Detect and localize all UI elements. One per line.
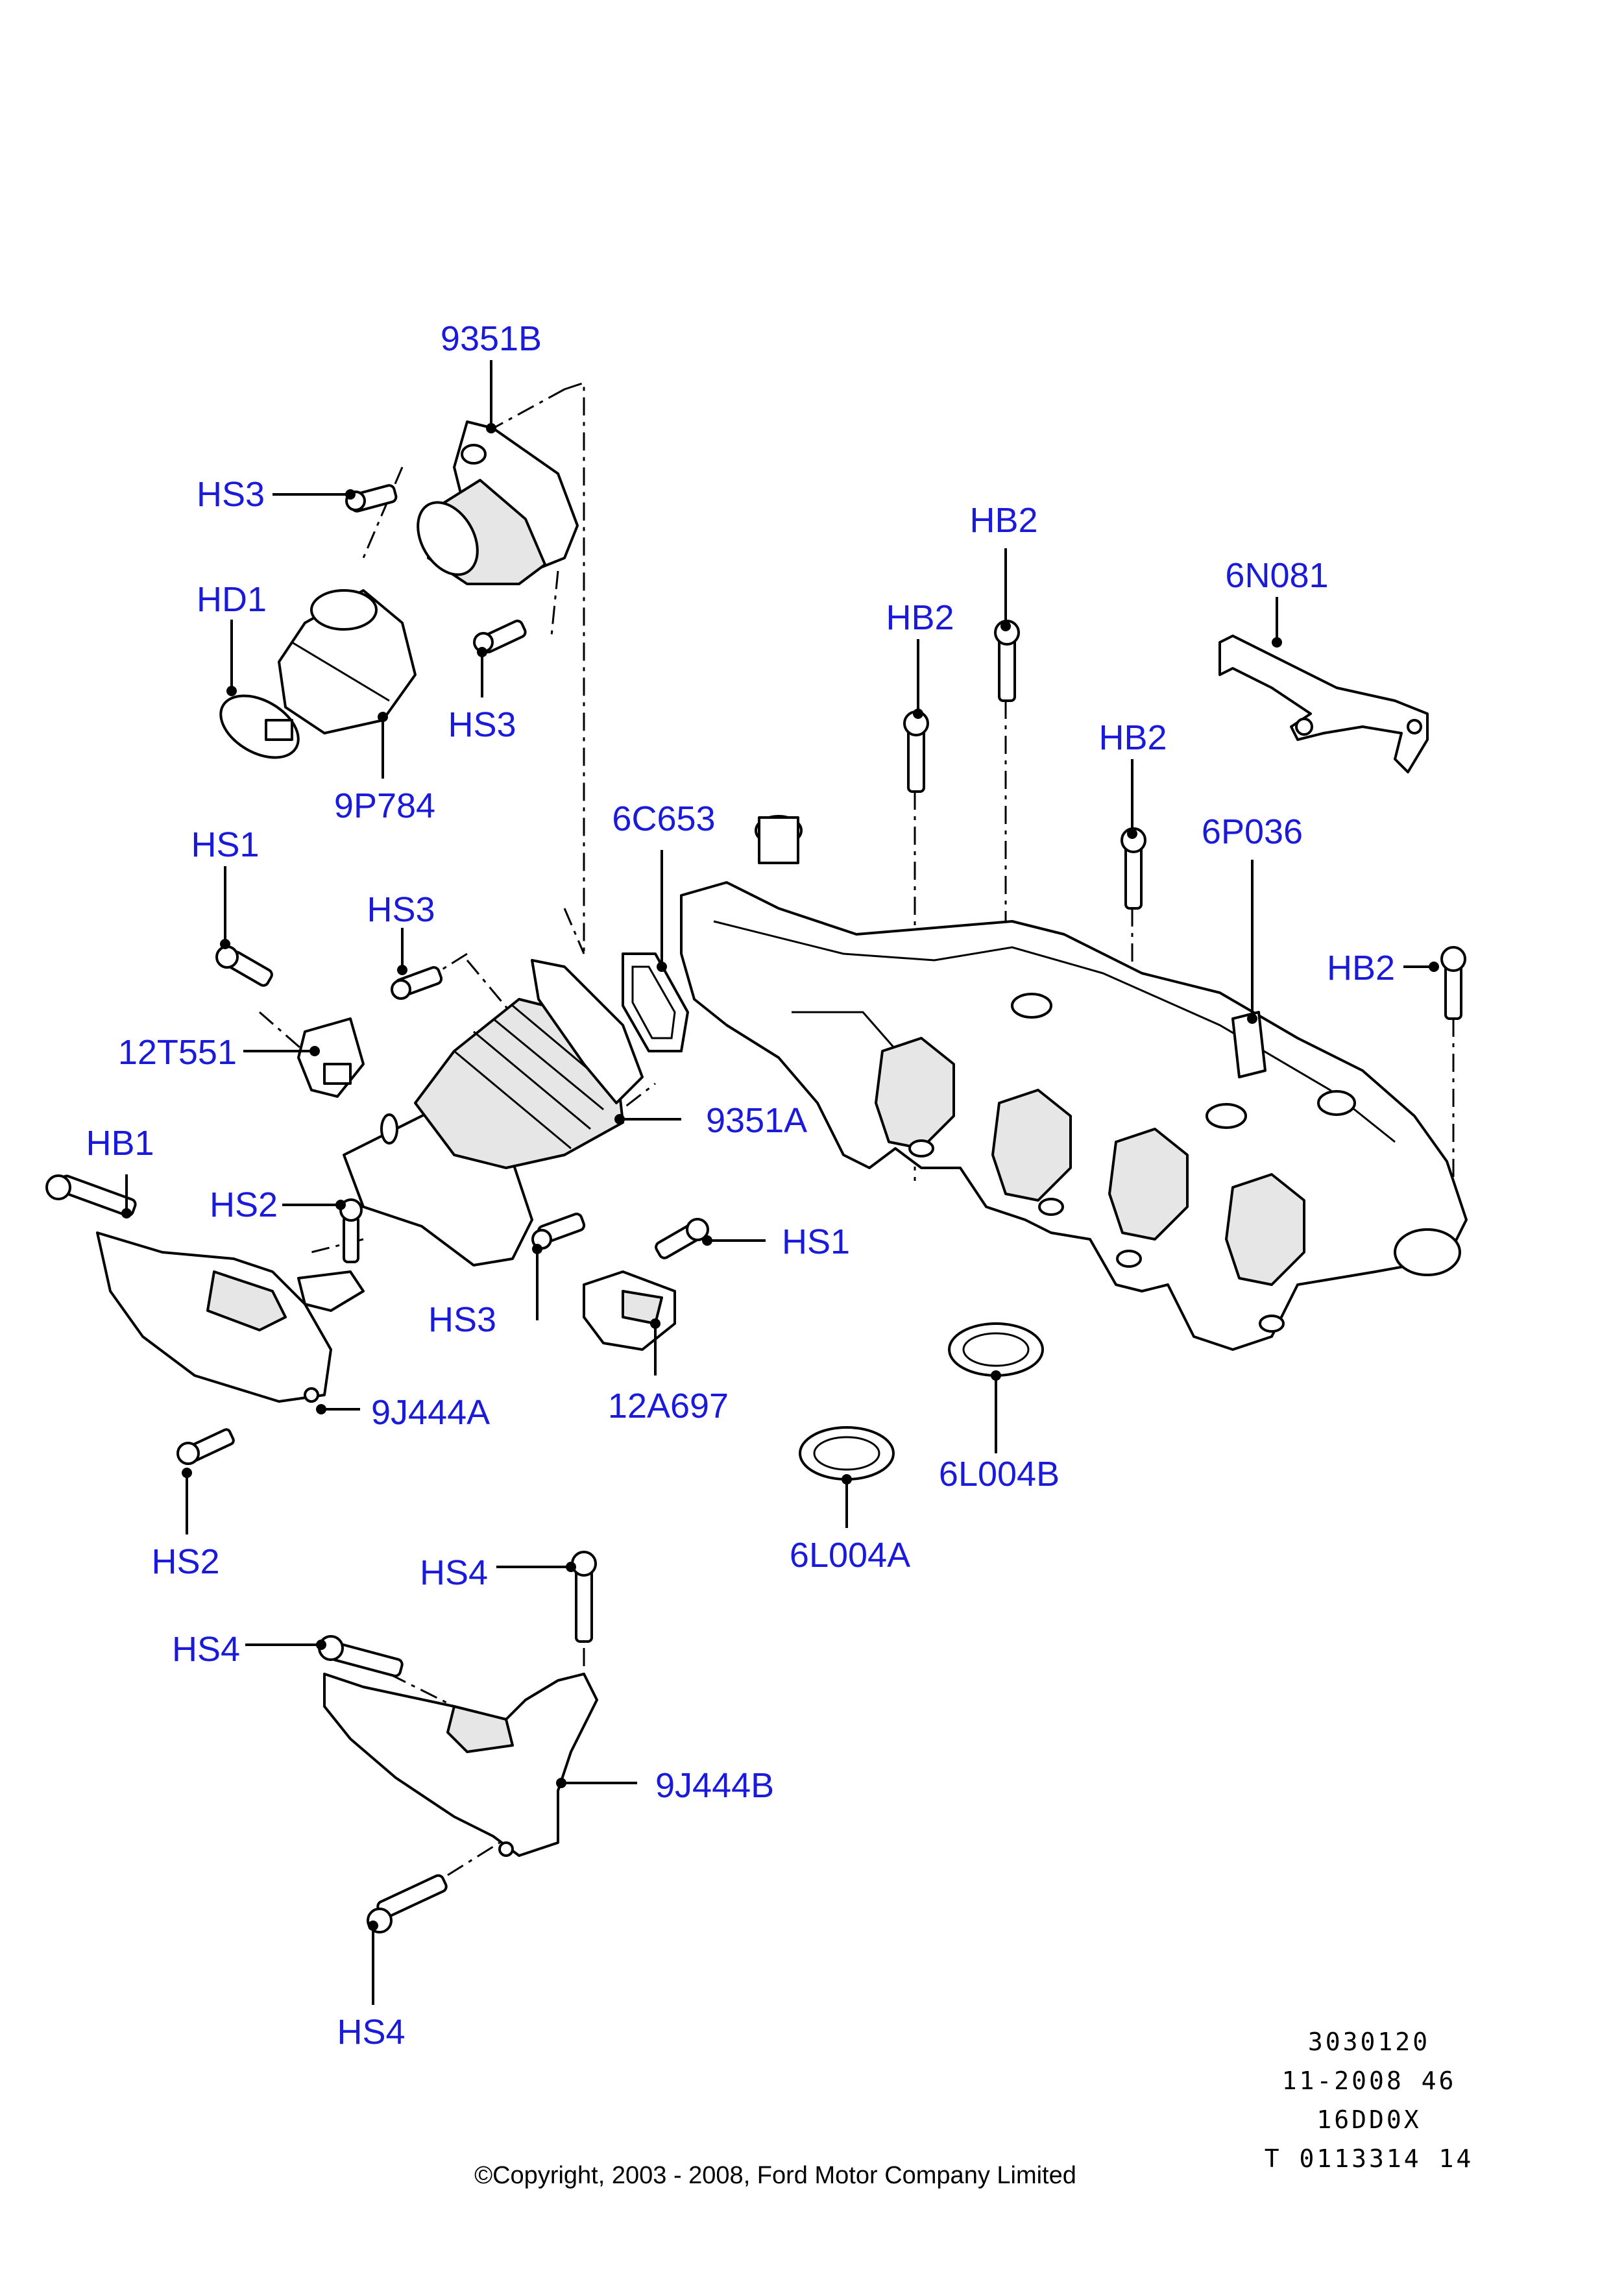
label-9351B: 9351B (441, 319, 542, 358)
copyright-notice: ©Copyright, 2003 - 2008, Ford Motor Comp… (474, 2162, 1076, 2189)
label-9P784: 9P784 (334, 786, 435, 825)
label-12T551: 12T551 (118, 1033, 237, 1072)
part-9J444A-bracket (96, 1231, 365, 1403)
part-6P036-manifold (680, 815, 1468, 1351)
bolt-HB2-4 (1440, 946, 1466, 1020)
label-HB2-top: HB2 (969, 501, 1037, 540)
bolt-HS4-vertical (571, 1551, 597, 1643)
label-HS4-horizontal: HS4 (172, 1630, 240, 1669)
ref-line-4: T 0113314 14 (1265, 2144, 1474, 2173)
bolt-HB1 (45, 1174, 137, 1217)
label-HB2-right: HB2 (1327, 949, 1395, 988)
label-HS2-bottom: HS2 (151, 1542, 219, 1581)
label-HS4-low: HS4 (337, 2013, 405, 2052)
label-9351A: 9351A (706, 1101, 807, 1140)
bolt-HS1-right (655, 1218, 709, 1259)
label-6L004B: 6L004B (939, 1455, 1060, 1494)
label-HB2-second: HB2 (886, 598, 954, 637)
label-HS4-vertical: HS4 (420, 1553, 488, 1592)
ref-line-3: 16DD0X (1316, 2105, 1421, 2134)
part-12A697-sensor (583, 1270, 676, 1351)
part-12T551-sensor (297, 1017, 365, 1098)
leaders (121, 360, 1439, 2005)
part-9351B-hose (417, 420, 579, 585)
bolt-HS4-low (367, 1874, 448, 1933)
bolt-HS2-top (339, 1198, 363, 1263)
part-HD1-clamp (219, 694, 300, 759)
ref-line-2: 11-2008 46 (1282, 2067, 1457, 2095)
label-6C653: 6C653 (612, 799, 715, 838)
label-12A697: 12A697 (608, 1387, 729, 1425)
bolt-HB2-2 (994, 620, 1020, 702)
part-6L004A-seal (799, 1426, 895, 1481)
bolt-HB2-1 (903, 710, 929, 793)
part-9P784-sensor (278, 589, 417, 734)
bolt-HS1-left (215, 945, 273, 987)
label-6N081: 6N081 (1225, 556, 1328, 595)
bolt-HS3-low (531, 1213, 586, 1250)
part-6L004B-seal (948, 1322, 1044, 1377)
label-9J444B: 9J444B (655, 1766, 774, 1805)
bolt-HS2-bottom (176, 1428, 235, 1465)
part-6N081-bracket (1218, 635, 1429, 773)
bolt-HS4-horizontal (318, 1635, 404, 1677)
label-HS2-top: HS2 (210, 1185, 278, 1224)
label-HS3-mid: HS3 (448, 705, 516, 744)
reference-block: 3030120 11-2008 46 16DD0X T 0113314 14 (1265, 2028, 1474, 2173)
part-9J444B-bracket (323, 1673, 598, 1857)
label-6L004A: 6L004A (790, 1536, 910, 1575)
label-9J444A: 9J444A (371, 1393, 490, 1432)
label-HS3-top: HS3 (197, 475, 265, 514)
label-HS1-right: HS1 (782, 1222, 850, 1261)
label-HS3-left: HS3 (367, 890, 435, 929)
bolt-HB2-3 (1121, 827, 1146, 910)
ref-line-1: 3030120 (1308, 2028, 1430, 2056)
label-HS3-low: HS3 (428, 1300, 496, 1339)
label-HB2-third: HB2 (1098, 718, 1167, 757)
bolt-HS3-left (391, 966, 443, 1000)
label-HD1: HD1 (197, 580, 267, 619)
label-HS1-left: HS1 (191, 825, 259, 864)
bolt-HS3-top (345, 484, 398, 513)
label-6P036: 6P036 (1202, 812, 1303, 851)
part-9351A-hose (343, 959, 644, 1267)
label-HB1: HB1 (86, 1124, 154, 1163)
part-6C653-gasket (622, 952, 689, 1052)
callout-labels: 9351B HS3 HD1 HS3 9P784 HB2 HB2 6N081 HB… (86, 319, 1395, 2052)
